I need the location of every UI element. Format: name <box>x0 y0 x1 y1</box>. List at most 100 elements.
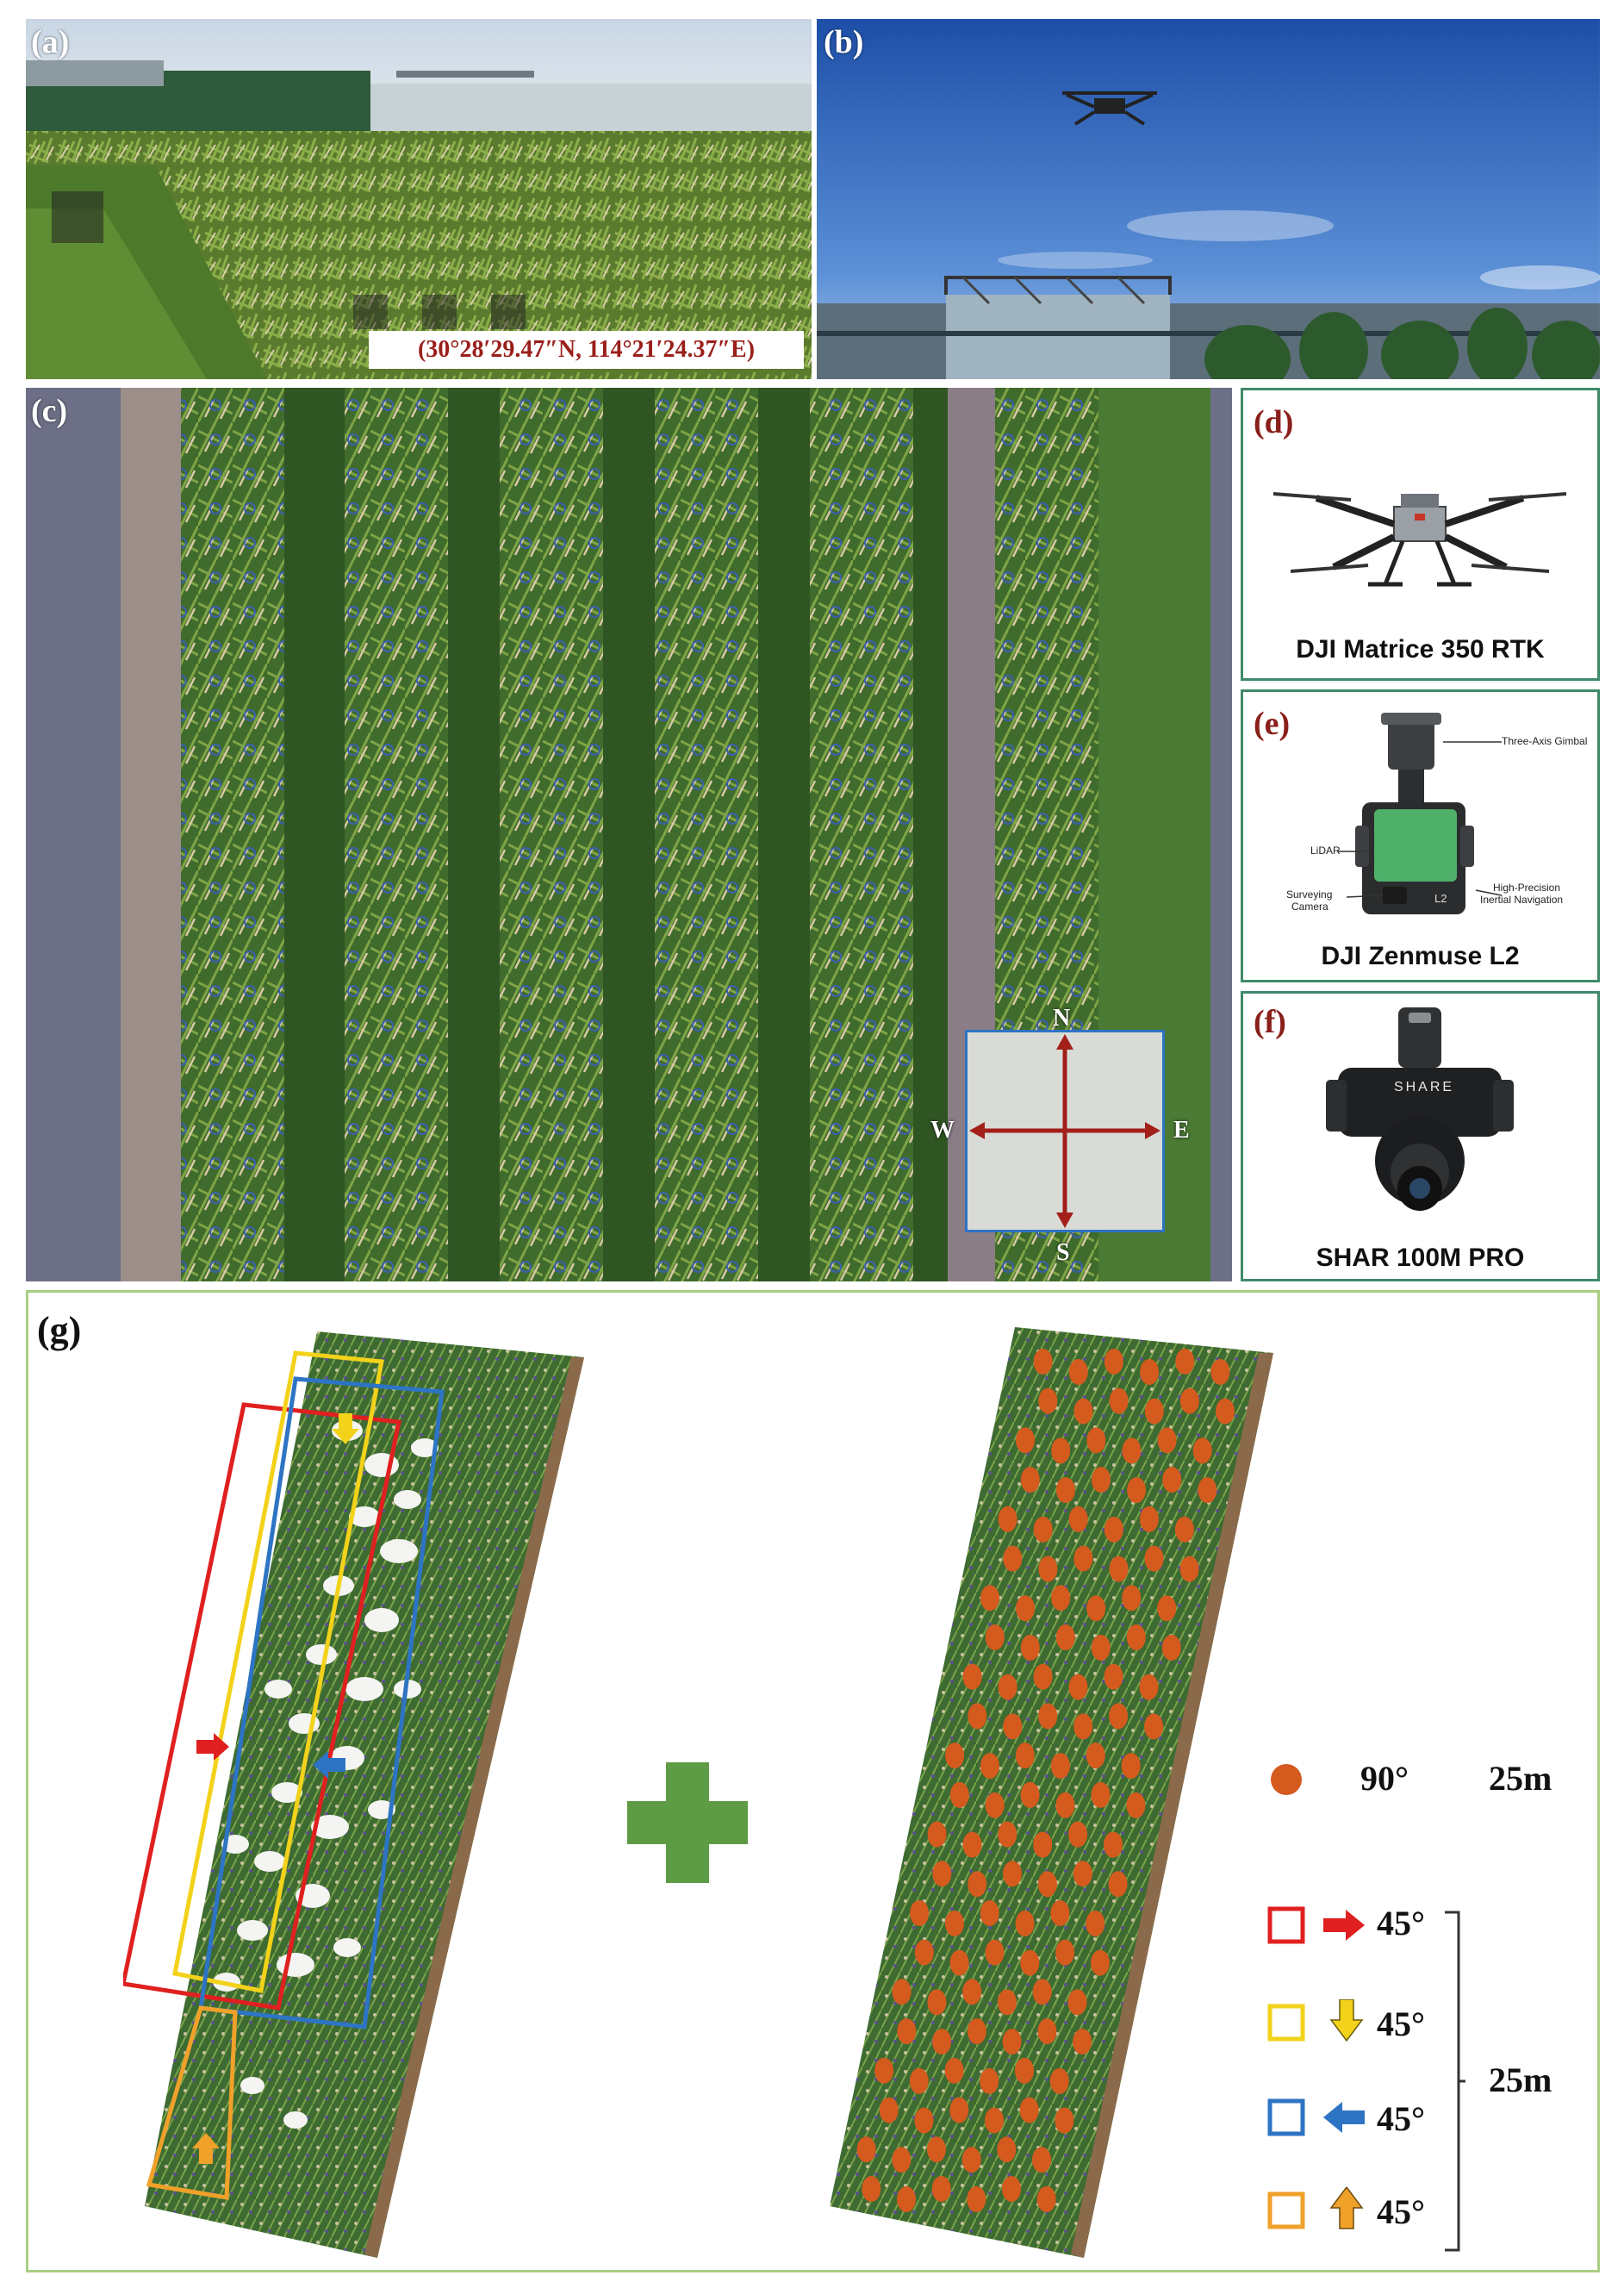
nadir-capture-point <box>1068 1506 1088 1532</box>
nadir-capture-point <box>997 2136 1017 2163</box>
nadir-capture-point <box>1121 1753 1141 1780</box>
panel-label-a: (a) <box>31 24 70 60</box>
compass-rose <box>965 1030 1165 1232</box>
shar-caption: SHAR 100M PRO <box>1316 1244 1525 1272</box>
panel-label-d: (d) <box>1254 404 1294 440</box>
nadir-capture-point <box>1002 2029 1022 2055</box>
legend-blue-arrow-left-icon <box>1323 2102 1365 2133</box>
matrice-drone-image <box>1272 492 1567 587</box>
nadir-capture-point <box>1033 1831 1053 1858</box>
blue-arrow-left-icon <box>313 1751 345 1779</box>
nadir-capture-point <box>1122 1437 1142 1464</box>
nadir-point-legend-icon <box>1271 1764 1302 1795</box>
legend-blue-square-icon <box>1267 2098 1305 2136</box>
nadir-capture-point <box>1122 1585 1142 1612</box>
nadir-capture-point <box>1073 2029 1092 2055</box>
panel-label-g: (g) <box>37 1309 82 1351</box>
nadir-capture-point <box>980 1585 1000 1612</box>
nadir-capture-point <box>1139 1674 1159 1700</box>
nadir-capture-point <box>1090 1949 1110 1976</box>
nadir-capture-point <box>1003 1713 1023 1740</box>
nadir-capture-point <box>1073 1713 1093 1740</box>
nadir-capture-point <box>1020 1949 1040 1976</box>
compass-north: N <box>1053 1005 1071 1032</box>
nadir-capture-point <box>980 2067 999 2094</box>
annotation-camera-1: Surveying <box>1286 888 1333 901</box>
nadir-capture-point <box>927 1989 947 2016</box>
nadir-capture-point <box>1003 1545 1023 1572</box>
nadir-capture-point <box>862 2176 881 2202</box>
nadir-capture-point <box>949 1949 969 1976</box>
nadir-capture-point <box>1108 1871 1128 1898</box>
nadir-capture-point <box>968 1871 987 1898</box>
nadir-capture-point <box>1091 1635 1111 1661</box>
nadir-capture-point <box>1210 1359 1230 1385</box>
nadir-capture-point <box>998 1506 1017 1532</box>
nadir-capture-point <box>1016 1595 1036 1622</box>
nadir-capture-point <box>931 2176 951 2202</box>
nadir-capture-point <box>1092 1467 1111 1493</box>
panel-d-matrice-350: (d) DJI Matrice 350 RTK <box>1241 388 1600 681</box>
shar-camera-image <box>1326 1007 1514 1211</box>
nadir-capture-point <box>1157 1427 1177 1454</box>
panel-f-shar-100m: (f) SHARE SHAR 100M PRO <box>1241 991 1600 1281</box>
nadir-capture-point <box>1073 1861 1092 1887</box>
legend-red-arrow-right-icon <box>1323 1910 1365 1941</box>
nadir-capture-point <box>985 1624 1005 1650</box>
nadir-capture-point <box>961 2147 981 2173</box>
field-photo-image <box>26 19 812 379</box>
yellow-arrow-down-icon <box>332 1413 359 1444</box>
zenmuse-l2-image <box>1338 713 1503 914</box>
nadir-capture-point <box>1038 1387 1058 1414</box>
panel-label-f: (f) <box>1254 1004 1286 1040</box>
nadir-capture-point <box>962 1831 982 1858</box>
nadir-height: 25m <box>1489 1759 1552 1798</box>
nadir-capture-point <box>967 2186 986 2212</box>
nadir-capture-point <box>985 1939 1005 1966</box>
nadir-capture-point <box>1126 1624 1146 1650</box>
annotation-lidar: LiDAR <box>1310 845 1341 857</box>
nadir-capture-point <box>1144 1398 1164 1425</box>
nadir-capture-point <box>1198 1477 1217 1504</box>
nadir-capture-point <box>1086 1427 1106 1454</box>
oblique-flight-pointcloud <box>123 1331 584 2258</box>
nadir-capture-point <box>897 2186 916 2212</box>
nadir-capture-point <box>962 1979 982 2005</box>
nadir-capture-point <box>1038 1703 1058 1730</box>
nadir-capture-point <box>998 1674 1017 1700</box>
legend-red-square-icon <box>1267 1906 1305 1944</box>
nadir-angle: 90° <box>1360 1759 1409 1798</box>
legend-bracket <box>1445 1911 1465 2252</box>
nadir-capture-point <box>892 1979 912 2005</box>
oblique-height: 25m <box>1489 2060 1552 2099</box>
nadir-capture-point <box>998 1821 1017 1848</box>
nadir-capture-point <box>1144 1545 1164 1572</box>
nadir-capture-point <box>892 2147 912 2173</box>
nadir-capture-point <box>1068 1821 1088 1848</box>
panel-e-zenmuse-l2: (e) Three-Axis Gimbal LiDAR Surveying Ca… <box>1241 689 1600 982</box>
nadir-capture-point <box>914 1939 934 1966</box>
nadir-capture-point <box>1033 1516 1053 1543</box>
nadir-capture-point <box>914 2107 934 2134</box>
nadir-capture-point <box>1033 1349 1053 1375</box>
compass-west: W <box>930 1117 955 1144</box>
nadir-capture-point <box>1140 1359 1160 1385</box>
nadir-capture-point <box>1139 1506 1159 1532</box>
nadir-capture-point <box>1055 1624 1075 1650</box>
nadir-capture-point <box>944 2057 964 2084</box>
nadir-capture-point <box>1144 1713 1164 1740</box>
nadir-capture-point <box>1055 1477 1075 1504</box>
nadir-capture-point <box>927 1821 947 1848</box>
nadir-capture-point <box>1068 1359 1088 1385</box>
nadir-capture-point <box>1015 2057 1034 2084</box>
nadir-capture-point <box>1015 1742 1035 1769</box>
compass-south: S <box>1056 1239 1070 1266</box>
nadir-capture-point <box>1086 1595 1106 1622</box>
nadir-capture-point <box>1020 1635 1040 1661</box>
nadir-capture-point <box>985 1792 1005 1818</box>
nadir-capture-point <box>1037 1871 1057 1898</box>
panel-label-c: (c) <box>31 393 68 429</box>
nadir-capture-point <box>1179 1387 1199 1414</box>
panel-c-aerial-view: (c) N S W E <box>26 388 1232 1281</box>
nadir-capture-point <box>909 2067 929 2094</box>
